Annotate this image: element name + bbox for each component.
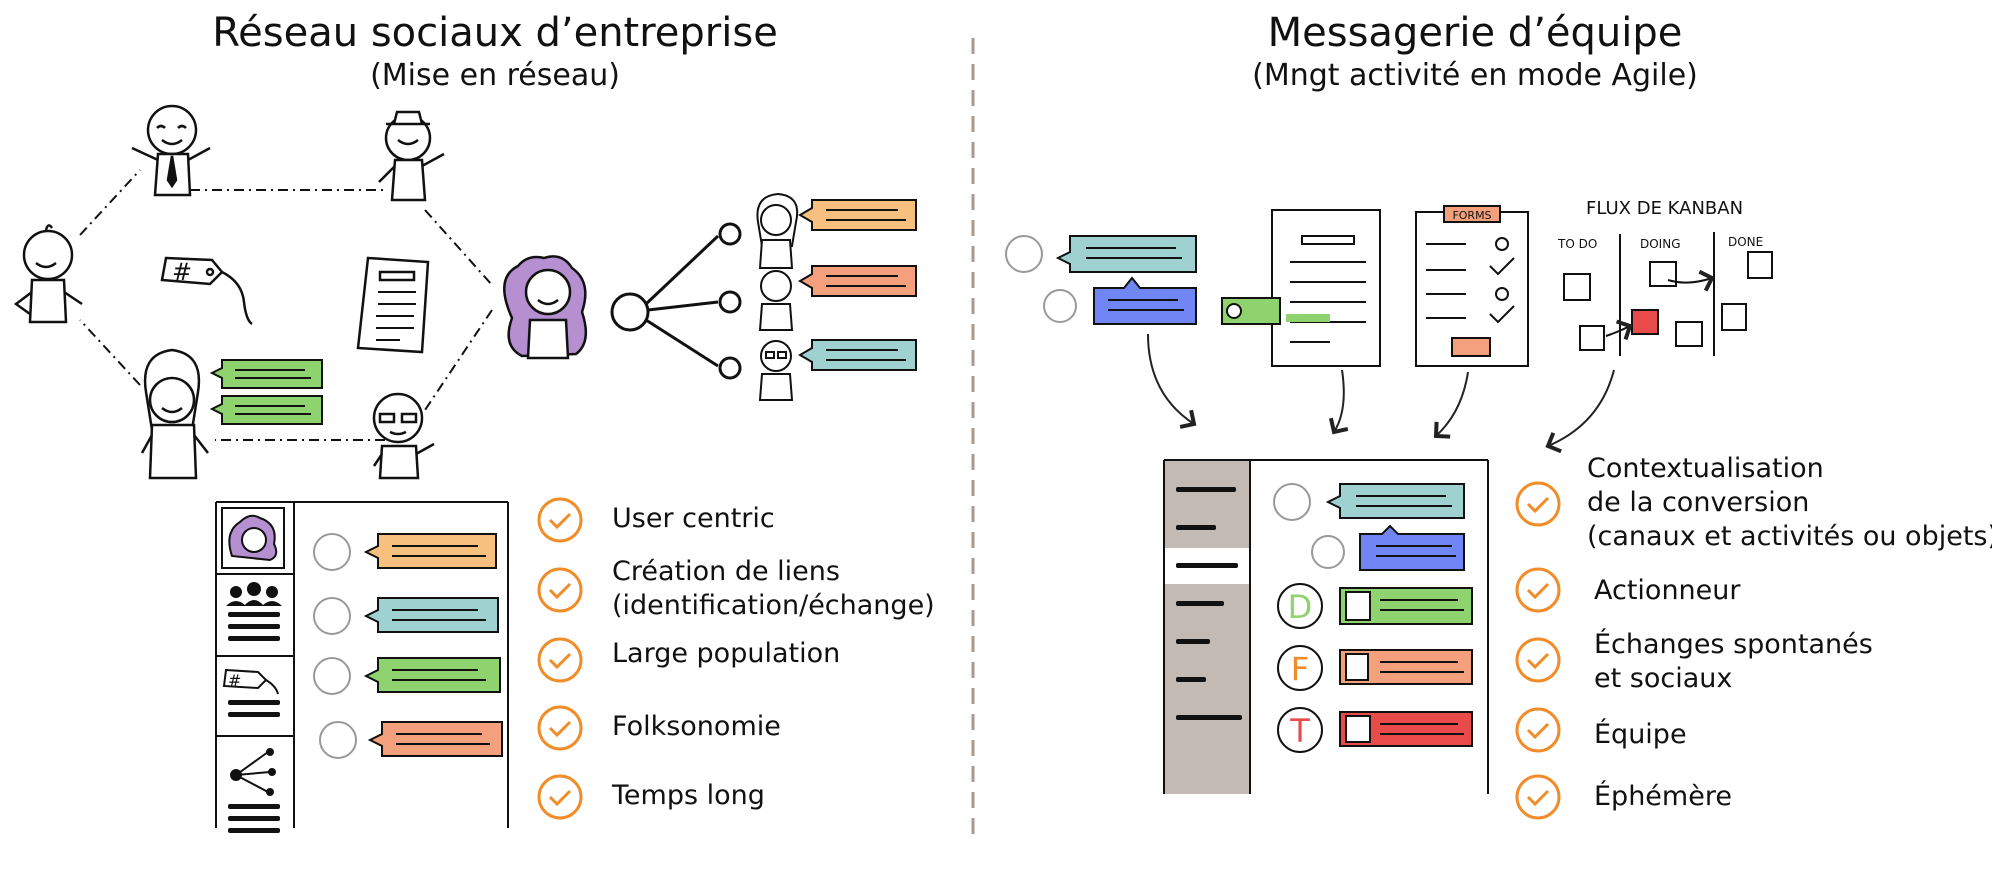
sidebar-network-icon xyxy=(228,748,280,833)
right-feature-actionneur: Actionneur xyxy=(1594,575,1741,606)
right-feature-ephemere: Éphémère xyxy=(1594,781,1732,812)
right-feature-equipe: Équipe xyxy=(1594,719,1687,750)
social-app-mockup xyxy=(215,501,509,828)
team-feed: D F T xyxy=(1273,483,1473,753)
kanban-col-todo: TO DO xyxy=(1557,237,1597,251)
chat-bubbles xyxy=(209,359,323,425)
left-feature-temps-long: Temps long xyxy=(612,780,765,811)
left-subtitle: (Mise en réseau) xyxy=(370,58,620,93)
person-avatar xyxy=(756,192,799,401)
feed-avatars xyxy=(313,533,357,759)
right-checkmarks xyxy=(1515,481,1561,820)
person-figure xyxy=(131,104,211,197)
sidebar-group-icon xyxy=(226,582,282,641)
left-title: Réseau sociaux d’entreprise xyxy=(212,10,778,56)
kanban-title: FLUX DE KANBAN xyxy=(1586,198,1743,219)
left-checkmarks xyxy=(537,497,583,820)
document-tool xyxy=(1221,209,1381,367)
central-user-avatar xyxy=(503,255,588,360)
tag-icon: # xyxy=(160,256,253,326)
team-app-mockup xyxy=(1163,459,1489,794)
kanban-col-done: DONE xyxy=(1728,235,1763,249)
kanban-col-doing: DOING xyxy=(1640,237,1681,251)
kanban-board: FLUX DE KANBAN TO DO DOING DONE xyxy=(1557,198,1773,356)
left-feature-large-population: Large population xyxy=(612,638,841,669)
channel-letter-d: D xyxy=(1288,588,1313,626)
chat-bubbles xyxy=(798,199,917,371)
left-feature-user-centric: User centric xyxy=(612,503,775,534)
right-feature-contextualisation: Contextualisation de la conversion (cana… xyxy=(1587,453,1992,552)
right-subtitle: (Mngt activité en mode Agile) xyxy=(1252,58,1698,93)
person-figure xyxy=(140,348,209,480)
document-icon xyxy=(356,256,430,354)
network-hexagon xyxy=(79,169,493,441)
sidebar-tag-icon: # xyxy=(222,668,280,717)
right-feature-echanges: Échanges spontanés et sociaux xyxy=(1594,629,1873,694)
left-feature-creation-liens: Création de liens (identification/échang… xyxy=(612,556,935,621)
channel-letter-t: T xyxy=(1289,712,1310,750)
flow-arrows xyxy=(1147,333,1615,454)
forms-label: FORMS xyxy=(1452,209,1491,222)
network-hub xyxy=(610,222,742,380)
sidebar-user-icon xyxy=(221,507,285,569)
person-figure xyxy=(378,110,445,202)
forms-tool: FORMS xyxy=(1415,205,1529,367)
chat-tool xyxy=(1005,235,1197,325)
channel-letter-f: F xyxy=(1291,650,1309,688)
person-figure xyxy=(13,224,83,324)
tag-hash-label: # xyxy=(172,258,192,286)
sidebar-tag-hash: # xyxy=(228,671,241,690)
left-feature-folksonomie: Folksonomie xyxy=(612,711,781,742)
feed-bubbles xyxy=(363,533,503,757)
person-figure xyxy=(372,392,435,480)
right-title: Messagerie d’équipe xyxy=(1267,10,1683,56)
